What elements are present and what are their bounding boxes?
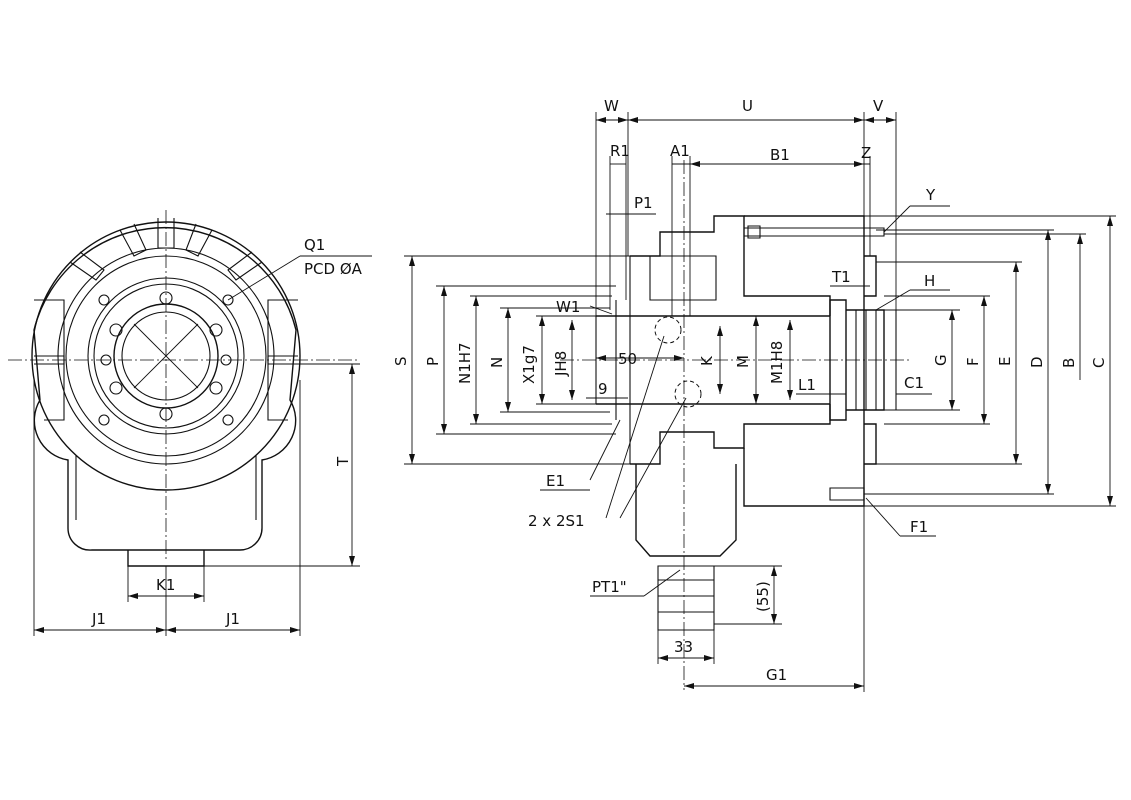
label-t: T	[334, 456, 352, 467]
label-w: W	[604, 97, 619, 115]
label-p1: P1	[634, 194, 653, 212]
label-m1h8: M1H8	[768, 341, 786, 384]
label-g: G	[932, 354, 950, 366]
label-nine: 9	[598, 380, 608, 398]
label-b: B	[1060, 358, 1078, 368]
label-k: K	[698, 355, 716, 366]
label-k1: K1	[156, 576, 175, 594]
label-b1: B1	[770, 146, 790, 164]
label-fifty: 50	[618, 350, 637, 368]
label-z: Z	[861, 144, 871, 162]
label-w1: W1	[556, 298, 580, 316]
label-pt1: PT1"	[592, 578, 627, 596]
label-m: M	[734, 355, 752, 368]
label-h: H	[924, 272, 935, 290]
label-v: V	[873, 97, 884, 115]
dimension-labels: W U V R1 A1 B1 Z P1 Y Q1 PCD ØA T1 H W1 …	[91, 97, 1108, 684]
label-pcd: PCD ØA	[304, 260, 363, 278]
label-y: Y	[925, 186, 936, 204]
label-r1: R1	[610, 142, 630, 160]
label-t1: T1	[831, 268, 851, 286]
label-p: P	[424, 357, 442, 366]
label-33: 33	[674, 638, 693, 656]
section-view	[404, 112, 1116, 692]
label-q1: Q1	[304, 236, 325, 254]
label-55: (55)	[754, 581, 772, 612]
label-j1-left: J1	[91, 610, 106, 628]
label-e1: E1	[546, 472, 565, 490]
label-c: C	[1090, 358, 1108, 368]
label-g1: G1	[766, 666, 787, 684]
label-e: E	[996, 357, 1014, 366]
label-d: D	[1028, 356, 1046, 368]
label-u: U	[742, 97, 753, 115]
label-c1: C1	[904, 374, 924, 392]
label-j1-right: J1	[225, 610, 240, 628]
label-n1h7: N1H7	[456, 342, 474, 384]
label-2s1: 2 x 2S1	[528, 512, 585, 530]
label-l1: L1	[798, 376, 816, 394]
label-n: N	[488, 357, 506, 368]
front-view	[8, 210, 372, 636]
label-jh8: JH8	[552, 351, 570, 377]
label-f: F	[964, 357, 982, 366]
label-s: S	[392, 356, 410, 366]
label-x1g7: X1g7	[520, 345, 538, 384]
label-f1: F1	[910, 518, 928, 536]
label-a1: A1	[670, 142, 690, 160]
